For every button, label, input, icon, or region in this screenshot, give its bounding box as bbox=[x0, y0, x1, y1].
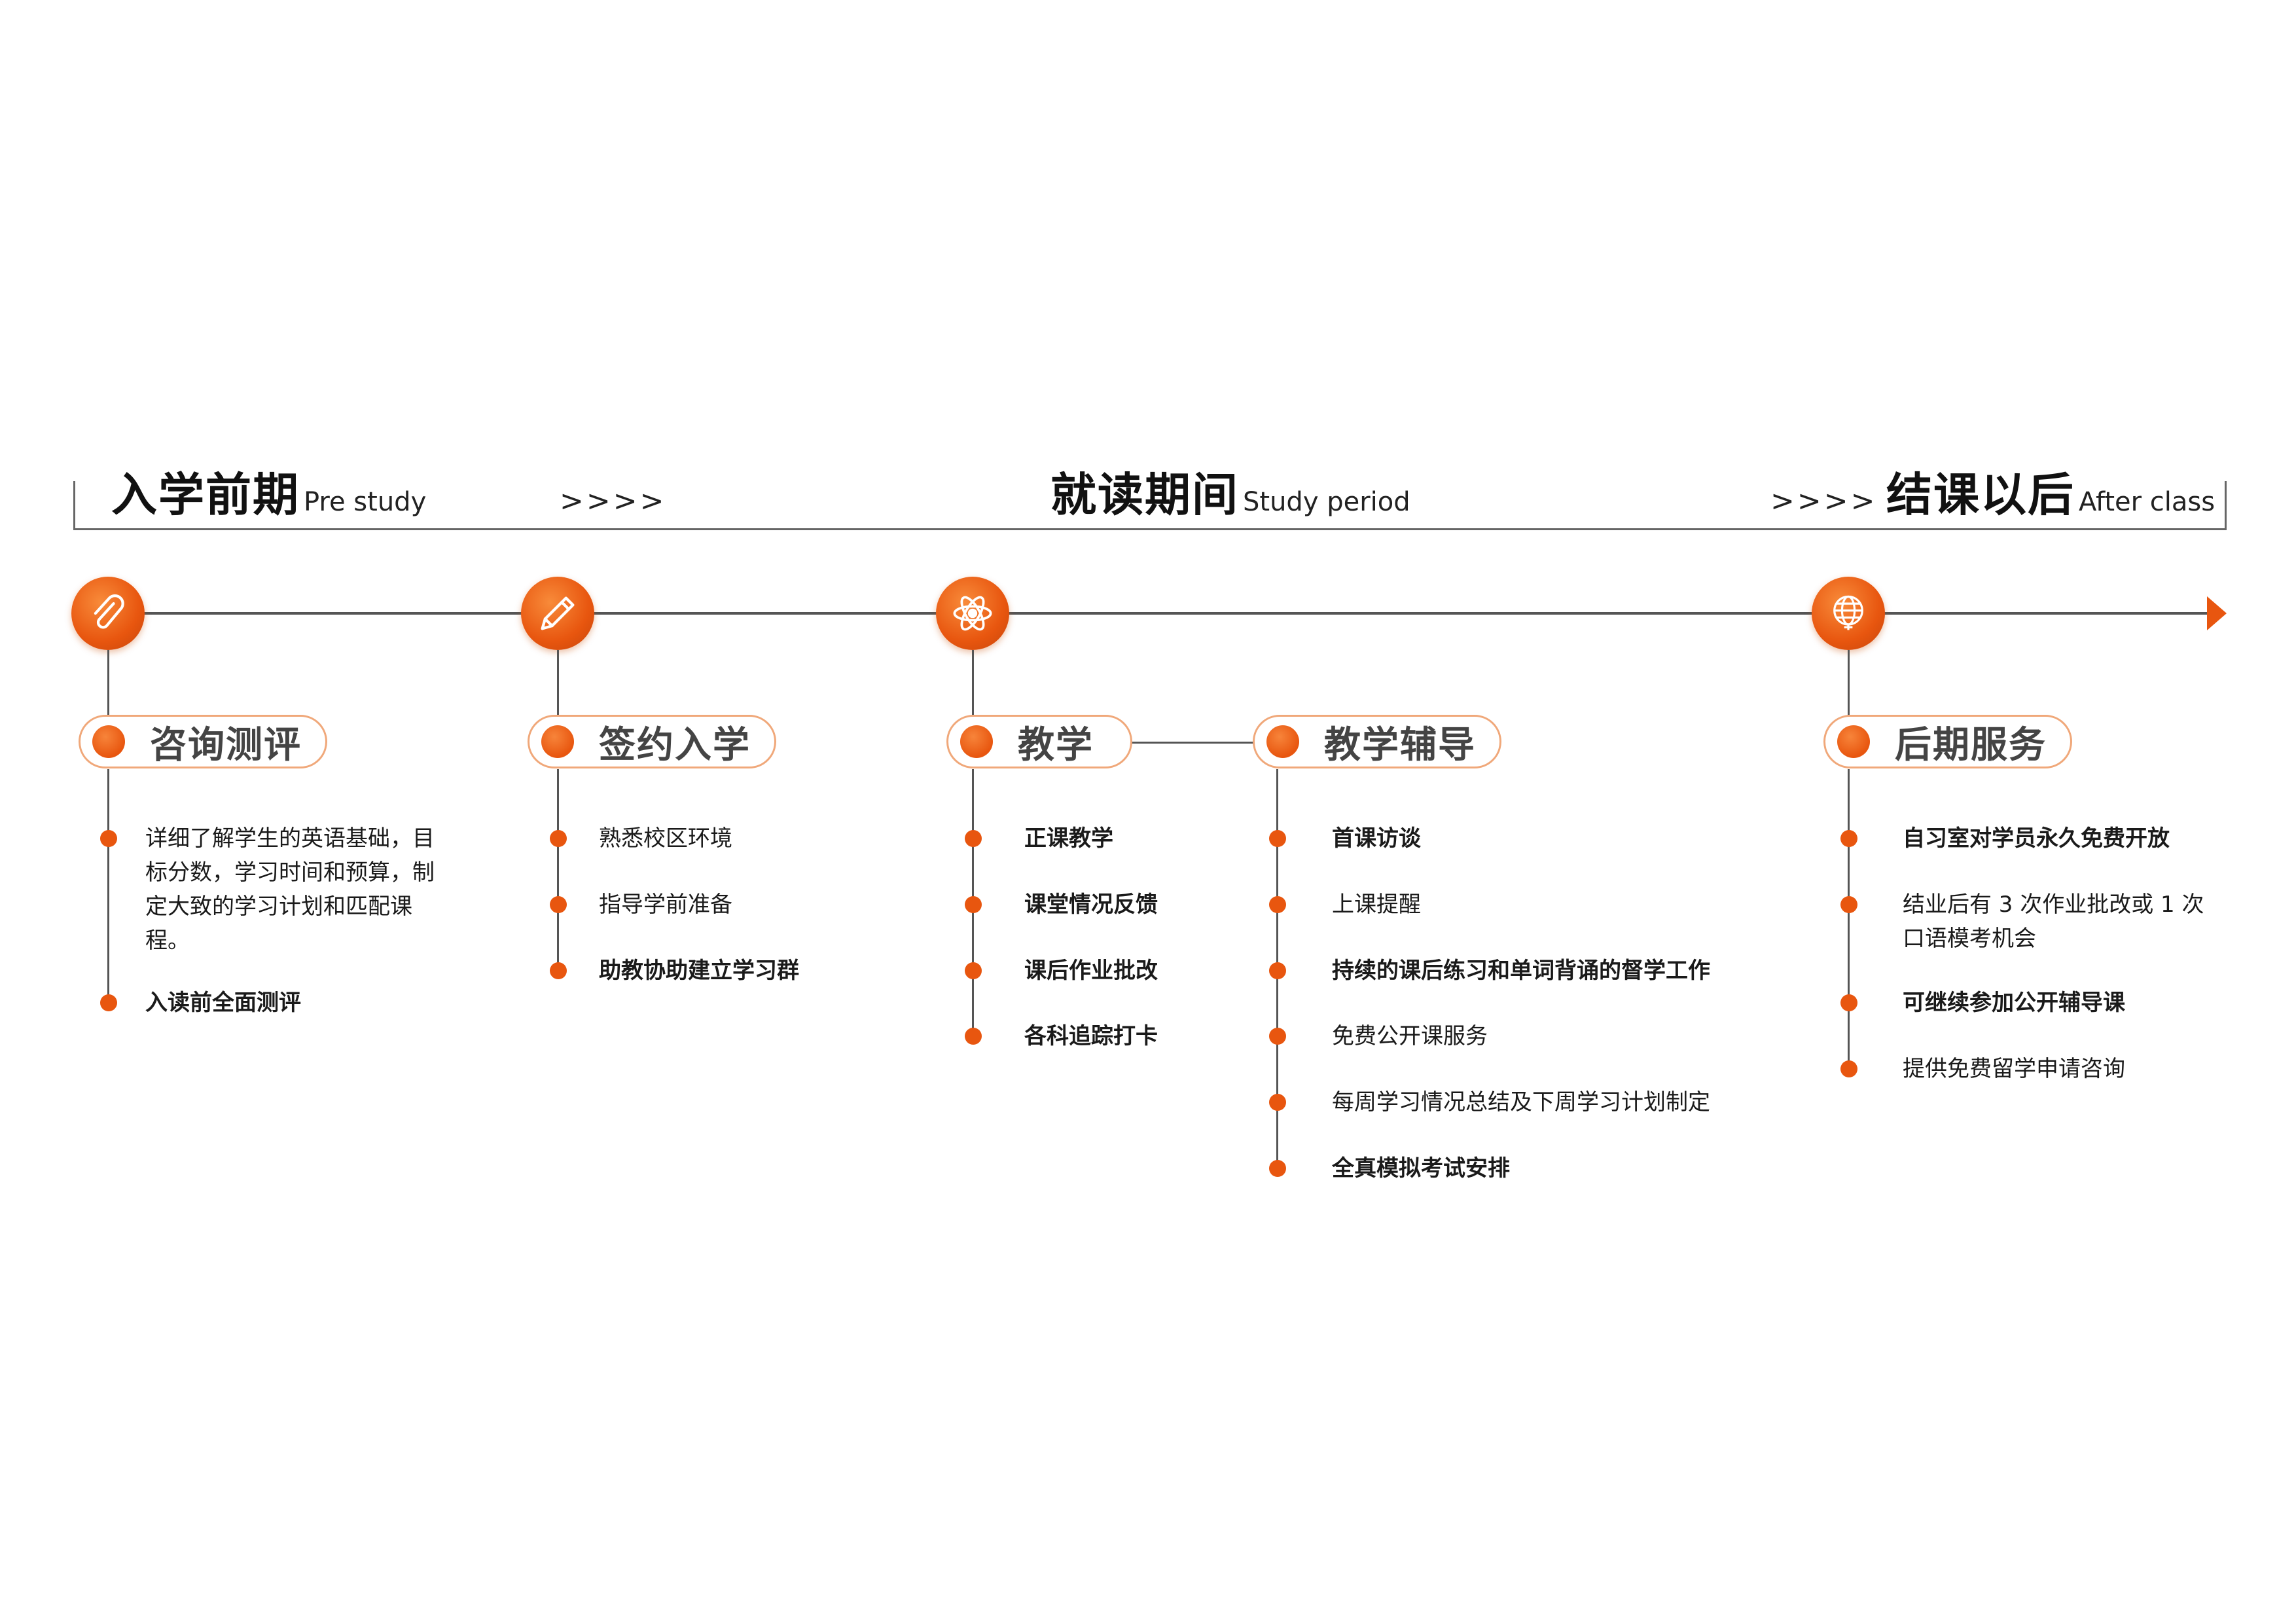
connector-consult-top bbox=[107, 650, 109, 715]
phase-separator-2: >>>> bbox=[1770, 484, 1878, 518]
heading-dot bbox=[960, 725, 993, 758]
list-item: 课堂情况反馈 bbox=[1024, 892, 1158, 918]
bullet-dot bbox=[1269, 1028, 1286, 1045]
list-item: 详细了解学生的英语基础，目标分数，学习时间和预算，制定大致的学习计划和匹配课程。 bbox=[145, 825, 435, 954]
section-tutor-heading: 教学辅导 bbox=[1253, 715, 1501, 768]
section-enroll-heading: 签约入学 bbox=[528, 715, 776, 768]
phase-pre-title: 入学前期 bbox=[111, 468, 300, 522]
bullet-dot bbox=[550, 962, 567, 979]
bullet-dot bbox=[550, 896, 567, 913]
section-consult-heading: 咨询测评 bbox=[79, 715, 327, 768]
list-item: 熟悉校区环境 bbox=[599, 825, 732, 852]
globe-icon bbox=[1812, 577, 1885, 650]
bullet-dot bbox=[1269, 962, 1286, 979]
bullet-dot bbox=[1840, 896, 1857, 913]
bullet-dot bbox=[1840, 1060, 1857, 1077]
list-item: 各科追踪打卡 bbox=[1024, 1023, 1158, 1049]
list-item: 全真模拟考试安排 bbox=[1332, 1155, 1510, 1182]
phase-during-title: 就读期间 bbox=[1050, 468, 1239, 522]
list-item: 课后作业批改 bbox=[1024, 958, 1158, 984]
section-teach-heading: 教学 bbox=[946, 715, 1132, 768]
phase-separator-1: >>>> bbox=[560, 484, 667, 518]
timeline-arrowhead bbox=[2207, 596, 2227, 630]
bullet-dot bbox=[965, 962, 982, 979]
list-item: 首课访谈 bbox=[1332, 825, 1421, 852]
section-service-heading: 后期服务 bbox=[1823, 715, 2072, 768]
bullet-dot bbox=[100, 994, 117, 1011]
atom-icon bbox=[936, 577, 1009, 650]
phase-during-subtitle: Study period bbox=[1243, 487, 1410, 517]
list-item: 助教协助建立学习群 bbox=[599, 958, 799, 984]
bullet-dot bbox=[965, 1028, 982, 1045]
list-item: 自习室对学员永久免费开放 bbox=[1903, 825, 2170, 852]
spine-consult bbox=[107, 769, 109, 1003]
list-item: 指导学前准备 bbox=[599, 892, 732, 918]
phase-pre-subtitle: Pre study bbox=[304, 487, 427, 517]
list-item: 结业后有 3 次作业批改或 1 次口语模考机会 bbox=[1903, 892, 2204, 952]
list-item: 持续的课后练习和单词背诵的督学工作 bbox=[1332, 958, 1710, 984]
bullet-dot bbox=[1840, 830, 1857, 847]
bullet-dot bbox=[1269, 1160, 1286, 1177]
bullet-dot bbox=[1269, 896, 1286, 913]
section-teach-title: 教学 bbox=[1018, 723, 1094, 767]
bullet-dot bbox=[1840, 994, 1857, 1011]
bullet-dot bbox=[965, 830, 982, 847]
spine-service bbox=[1848, 769, 1850, 1069]
bullet-dot bbox=[1269, 1094, 1286, 1111]
heading-dot bbox=[92, 725, 125, 758]
section-consult-title: 咨询测评 bbox=[150, 723, 302, 767]
section-enroll-title: 签约入学 bbox=[599, 723, 751, 767]
phase-bracket bbox=[73, 481, 2227, 530]
connector-service-top bbox=[1848, 650, 1850, 715]
timeline-line bbox=[108, 612, 2212, 615]
list-item: 每周学习情况总结及下周学习计划制定 bbox=[1332, 1089, 1710, 1115]
section-service-title: 后期服务 bbox=[1895, 723, 2047, 767]
phase-after-title: 结课以后 bbox=[1886, 468, 2075, 522]
connector-teach-top bbox=[972, 650, 974, 715]
list-item: 可继续参加公开辅导课 bbox=[1903, 990, 2125, 1016]
spine-enroll bbox=[557, 769, 559, 971]
list-item: 免费公开课服务 bbox=[1332, 1023, 1488, 1049]
bullet-dot bbox=[965, 896, 982, 913]
list-item: 正课教学 bbox=[1024, 825, 1113, 852]
phase-after-subtitle: After class bbox=[2079, 487, 2215, 517]
connector-enroll-top bbox=[557, 650, 559, 715]
list-item: 提供免费留学申请咨询 bbox=[1903, 1056, 2125, 1082]
heading-dot bbox=[541, 725, 574, 758]
section-tutor-title: 教学辅导 bbox=[1324, 723, 1476, 767]
connector-teach-tutor bbox=[1131, 742, 1255, 744]
list-item: 上课提醒 bbox=[1332, 892, 1421, 918]
bullet-dot bbox=[100, 830, 117, 847]
bullet-dot bbox=[550, 830, 567, 847]
heading-dot bbox=[1837, 725, 1870, 758]
heading-dot bbox=[1266, 725, 1299, 758]
list-item: 入读前全面测评 bbox=[145, 990, 301, 1016]
bullet-dot bbox=[1269, 830, 1286, 847]
paperclip-icon bbox=[71, 577, 145, 650]
pencil-icon bbox=[521, 577, 594, 650]
